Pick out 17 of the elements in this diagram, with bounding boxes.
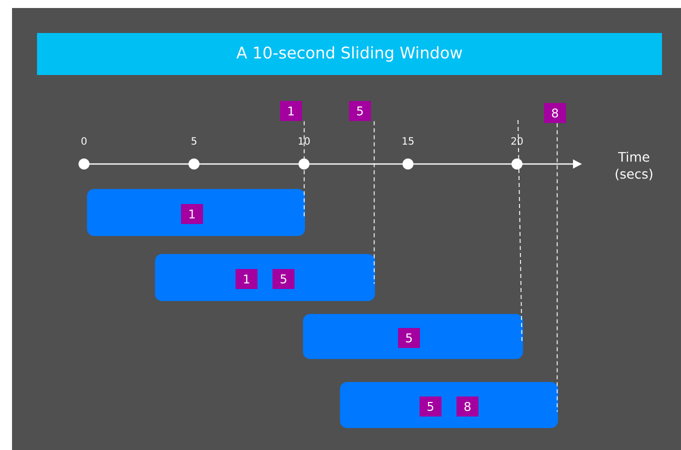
event-badge: 8 — [456, 396, 478, 416]
event-badge: 5 — [398, 328, 420, 348]
tick-label: 10 — [298, 137, 310, 145]
window-bar — [87, 189, 305, 236]
window-bar — [303, 314, 523, 359]
dashed-line — [374, 120, 375, 284]
dashed-line — [556, 122, 558, 412]
tick-label: 5 — [192, 137, 196, 145]
title-banner: A 10-second Sliding Window — [37, 33, 662, 75]
axis-label: Time (secs) — [616, 152, 652, 180]
event-badge: 5 — [272, 269, 294, 289]
event-badge: 1 — [236, 269, 258, 289]
event-badge: 1 — [181, 204, 203, 224]
event-badge: 5 — [420, 396, 442, 416]
tick-label: 15 — [402, 137, 414, 145]
tick-label: 20 — [511, 137, 523, 145]
tick-label: 0 — [81, 137, 87, 145]
